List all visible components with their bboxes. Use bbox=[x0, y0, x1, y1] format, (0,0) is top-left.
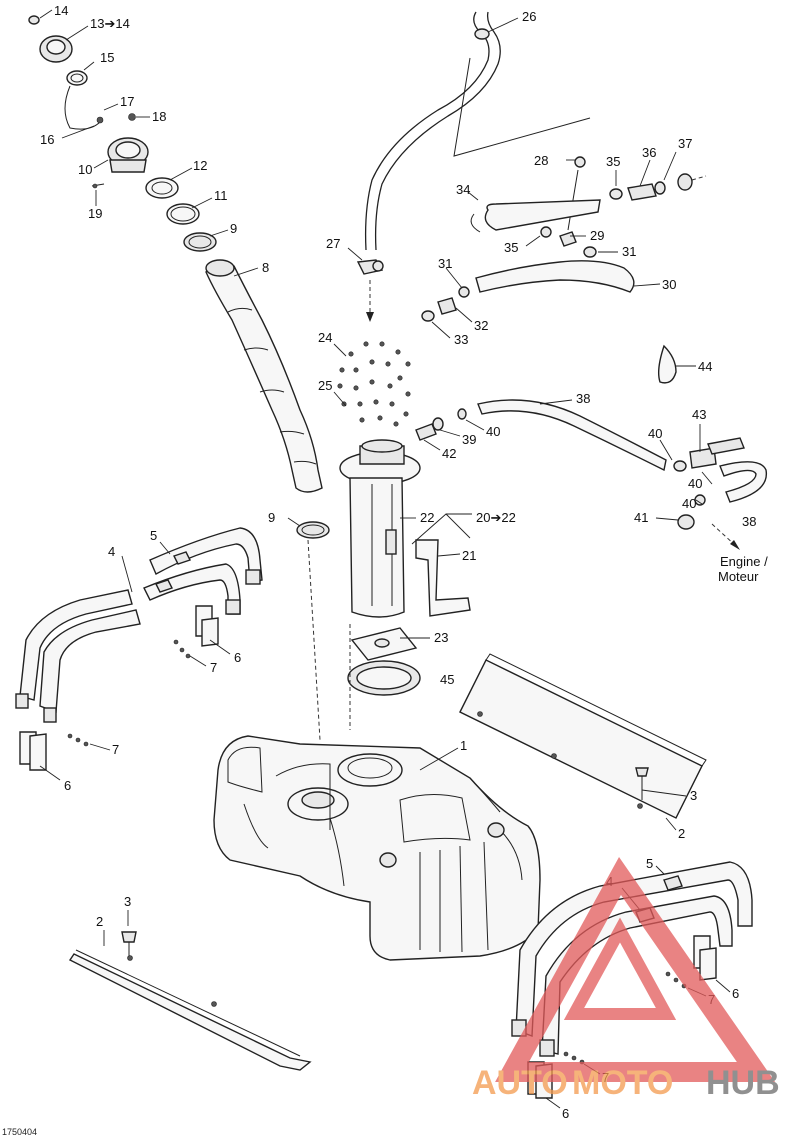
callout-6-lower-left: 6 bbox=[64, 778, 71, 793]
callout-7-lower-left: 7 bbox=[112, 742, 119, 757]
watermark-auto: AUTO bbox=[472, 1064, 568, 1102]
callout-10: 10 bbox=[78, 162, 92, 177]
engine-label: Engine / bbox=[720, 554, 768, 569]
document-code: 1750404 bbox=[2, 1127, 37, 1137]
callout-19: 19 bbox=[88, 206, 102, 221]
callout-43: 43 bbox=[692, 407, 706, 422]
callout-42: 42 bbox=[442, 446, 456, 461]
callout-37: 37 bbox=[678, 136, 692, 151]
callout-44: 44 bbox=[698, 359, 712, 374]
callout-34: 34 bbox=[456, 182, 470, 197]
callout-2-left: 2 bbox=[96, 914, 103, 929]
callout-41: 41 bbox=[634, 510, 648, 525]
callout-24: 24 bbox=[318, 330, 332, 345]
callout-7-upper-left: 7 bbox=[210, 660, 217, 675]
callout-6-upper-right: 6 bbox=[732, 986, 739, 1001]
callout-9-bottom: 9 bbox=[268, 510, 275, 525]
callout-26: 26 bbox=[522, 9, 536, 24]
callout-labels: 14 13➔14 15 17 18 16 10 19 12 11 9 8 26 … bbox=[2, 3, 768, 1137]
callout-38-bottom: 38 bbox=[742, 514, 756, 529]
callout-45: 45 bbox=[440, 672, 454, 687]
fuel-tank bbox=[213, 735, 541, 961]
callout-23: 23 bbox=[434, 630, 448, 645]
fuel-line-to-engine bbox=[477, 344, 768, 550]
callout-31-left: 31 bbox=[438, 256, 452, 271]
callout-12: 12 bbox=[193, 158, 207, 173]
callout-9-top: 9 bbox=[230, 221, 237, 236]
vent-valve-group bbox=[421, 156, 707, 322]
callout-16: 16 bbox=[40, 132, 54, 147]
filler-hose bbox=[205, 262, 323, 493]
callout-38-top: 38 bbox=[576, 391, 590, 406]
automotohub-watermark-logo: AUTO MOTO HUB bbox=[472, 857, 780, 1102]
callout-32: 32 bbox=[474, 318, 488, 333]
callout-8: 8 bbox=[262, 260, 269, 275]
callout-28: 28 bbox=[534, 153, 548, 168]
watermark-hub: HUB bbox=[706, 1064, 780, 1102]
pump-screws bbox=[337, 341, 411, 427]
callout-17: 17 bbox=[120, 94, 134, 109]
callout-35-top: 35 bbox=[606, 154, 620, 169]
callout-13-14: 13➔14 bbox=[90, 16, 130, 31]
callout-6-upper-left: 6 bbox=[234, 650, 241, 665]
callout-40-pump: 40 bbox=[486, 424, 500, 439]
fuel-cap-assembly bbox=[28, 15, 217, 252]
callout-40-middle: 40 bbox=[688, 476, 702, 491]
callout-2-right: 2 bbox=[678, 826, 685, 841]
callout-31-right: 31 bbox=[622, 244, 636, 259]
callout-6-lower-right: 6 bbox=[562, 1106, 569, 1121]
callout-3-right: 3 bbox=[690, 788, 697, 803]
callout-5-right: 5 bbox=[646, 856, 653, 871]
callout-4-left: 4 bbox=[108, 544, 115, 559]
callout-21: 21 bbox=[462, 548, 476, 563]
moteur-label: Moteur bbox=[718, 569, 759, 584]
callout-18: 18 bbox=[152, 109, 166, 124]
callout-33: 33 bbox=[454, 332, 468, 347]
callout-11: 11 bbox=[214, 188, 228, 203]
callout-27: 27 bbox=[326, 236, 340, 251]
callout-3-left: 3 bbox=[124, 894, 131, 909]
callout-35-bottom: 35 bbox=[504, 240, 518, 255]
watermark-moto: MOTO bbox=[572, 1064, 673, 1102]
callout-15: 15 bbox=[100, 50, 114, 65]
tank-straps-left bbox=[15, 527, 263, 771]
callout-5-left: 5 bbox=[150, 528, 157, 543]
fuel-pump-assembly bbox=[337, 341, 471, 696]
callout-1: 1 bbox=[460, 738, 467, 753]
callout-39: 39 bbox=[462, 432, 476, 447]
support-plates bbox=[68, 653, 707, 1071]
callout-25: 25 bbox=[318, 378, 332, 393]
callout-14: 14 bbox=[54, 3, 68, 18]
callout-40-lower: 40 bbox=[682, 496, 696, 511]
callout-29: 29 bbox=[590, 228, 604, 243]
callout-20-22: 20➔22 bbox=[476, 510, 516, 525]
callout-40-upper: 40 bbox=[648, 426, 662, 441]
callout-30: 30 bbox=[662, 277, 676, 292]
callout-22: 22 bbox=[420, 510, 434, 525]
callout-36: 36 bbox=[642, 145, 656, 160]
